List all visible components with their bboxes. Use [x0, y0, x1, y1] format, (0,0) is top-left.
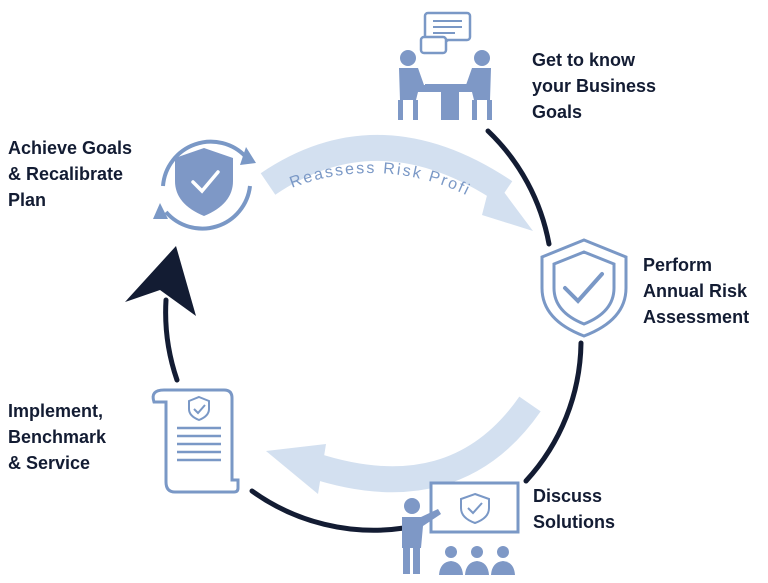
cycle-ring	[163, 128, 584, 533]
meeting-chat-icon	[398, 11, 492, 120]
step-label-achieve: Achieve Goals & Recalibrate Plan	[8, 138, 133, 210]
ring-segment-assessment-to-solutions	[523, 340, 584, 484]
ring-segment-goals-to-assessment	[485, 128, 552, 247]
ring-segment-solutions-to-implement	[249, 488, 407, 533]
step-label-solutions: Discuss Solutions	[533, 486, 615, 532]
step-label-assessment: Perform Annual Risk Assessment	[643, 255, 750, 327]
step-label-goals: Get to know your Business Goals	[532, 50, 657, 122]
return-arrow	[266, 396, 541, 494]
shield-check-icon	[540, 238, 628, 338]
step-label-implement: Implement, Benchmark & Service	[8, 401, 107, 473]
cycle-arrowhead-up	[125, 246, 196, 316]
document-scroll-icon	[151, 388, 240, 494]
ring-segment-implement-to-achieve	[163, 297, 180, 383]
reassess-arrow	[260, 134, 533, 231]
shield-recalibrate-icon	[153, 139, 256, 231]
presentation-audience-icon	[402, 481, 520, 575]
